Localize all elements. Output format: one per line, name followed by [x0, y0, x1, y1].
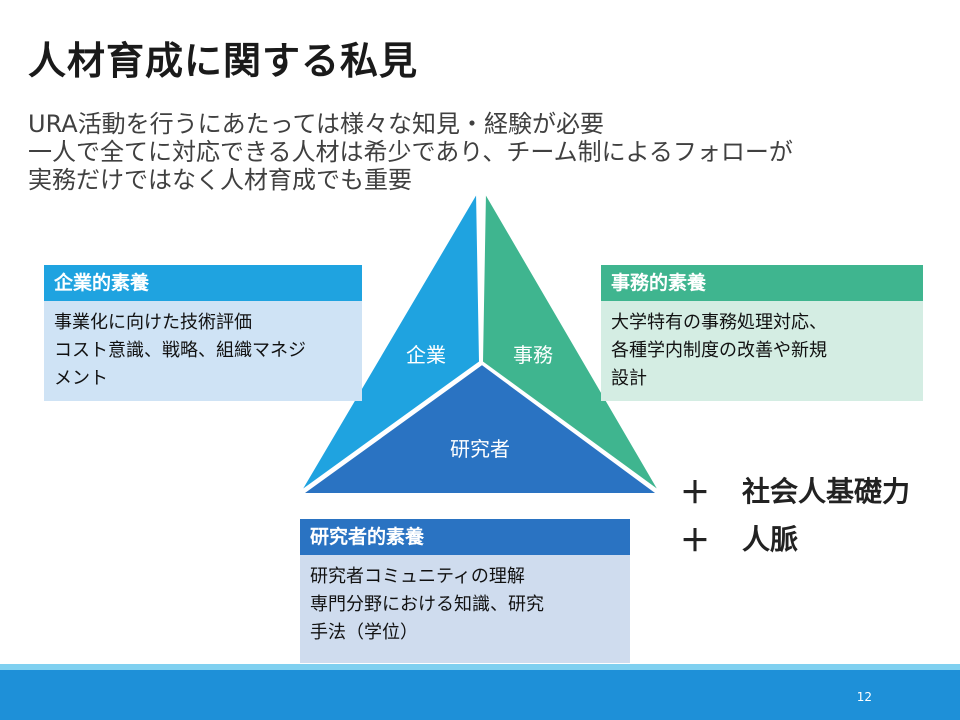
office-skills-box: 事務的素養 大学特有の事務処理対応、 各種学内制度の改善や新規 設計 — [601, 265, 923, 401]
company-skills-body: 事業化に向けた技術評価 コスト意識、戦略、組織マネジ メント — [44, 301, 362, 401]
company-skills-heading: 企業的素養 — [44, 265, 362, 301]
office-skills-line: 設計 — [611, 368, 647, 389]
company-skills-box: 企業的素養 事業化に向けた技術評価 コスト意識、戦略、組織マネジ メント — [44, 265, 362, 401]
additional-skills-list: ＋ 社会人基礎力 ＋ 人脈 — [680, 466, 910, 562]
footer-bar — [0, 670, 960, 720]
company-skills-line: 事業化に向けた技術評価 — [54, 312, 252, 333]
research-skills-heading: 研究者的素養 — [300, 519, 630, 555]
office-skills-body: 大学特有の事務処理対応、 各種学内制度の改善や新規 設計 — [601, 301, 923, 401]
pyramid-left-face — [299, 188, 482, 493]
pyramid-bottom-face — [298, 362, 662, 495]
slide-title: 人材育成に関する私見 — [28, 39, 419, 83]
research-skills-box: 研究者的素養 研究者コミュニティの理解 専門分野における知識、研究 手法（学位） — [300, 519, 630, 663]
company-skills-line: コスト意識、戦略、組織マネジ — [54, 340, 306, 361]
office-skills-line: 各種学内制度の改善や新規 — [611, 340, 827, 361]
intro-text: URA活動を行うにあたっては様々な知見・経験が必要 一人で全てに対応できる人材は… — [28, 110, 928, 194]
pyramid-right-label: 事務 — [513, 343, 553, 367]
additional-skill-label: 人脈 — [742, 523, 799, 556]
research-skills-line: 研究者コミュニティの理解 — [310, 566, 525, 587]
intro-line: 実務だけではなく人材育成でも重要 — [28, 166, 412, 194]
office-skills-heading: 事務的素養 — [601, 265, 923, 301]
intro-line: 一人で全てに対応できる人材は希少であり、チーム制によるフォローが — [28, 138, 793, 166]
research-skills-line: 手法（学位） — [310, 622, 418, 643]
additional-skill-label: 社会人基礎力 — [742, 475, 911, 508]
office-skills-line: 大学特有の事務処理対応、 — [611, 312, 827, 333]
additional-skill-item: ＋ 社会人基礎力 — [680, 466, 910, 514]
intro-line: URA活動を行うにあたっては様々な知見・経験が必要 — [28, 110, 605, 138]
pyramid-left-label: 企業 — [406, 343, 446, 367]
page-number: 12 — [856, 690, 872, 704]
additional-skill-item: ＋ 人脈 — [680, 514, 910, 562]
company-skills-line: メント — [54, 368, 108, 389]
pyramid-bottom-label: 研究者 — [450, 437, 510, 461]
plus-icon: ＋ — [680, 524, 710, 559]
footer-accent-line — [0, 664, 960, 670]
research-skills-body: 研究者コミュニティの理解 専門分野における知識、研究 手法（学位） — [300, 555, 630, 663]
pyramid-right-face — [480, 188, 661, 493]
plus-icon: ＋ — [680, 476, 710, 511]
research-skills-line: 専門分野における知識、研究 — [310, 594, 544, 615]
